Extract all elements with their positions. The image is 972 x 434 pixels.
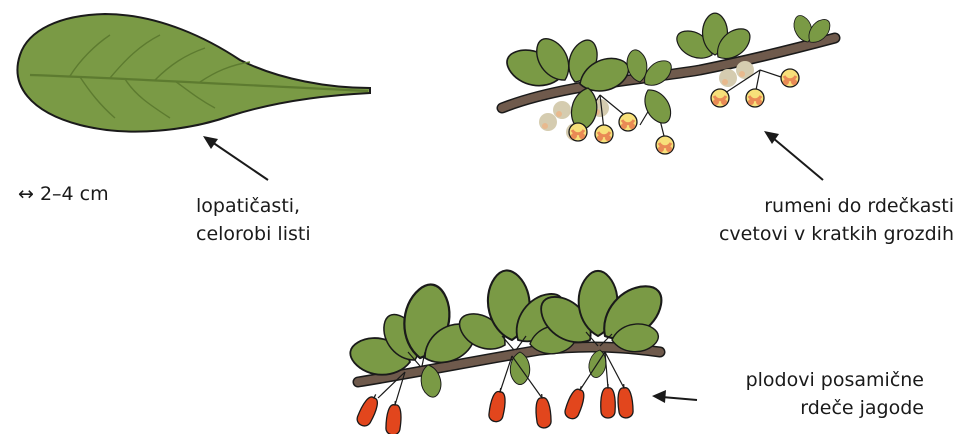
fruit-label-line1: plodovi posamične: [746, 369, 924, 391]
leaf-label-line1: lopatičasti,: [196, 195, 300, 217]
flowering-branch-illustration: [502, 13, 835, 154]
size-label: ↔ 2–4 cm: [18, 183, 109, 205]
fruit-label-line2: rdeče jagode: [800, 397, 924, 419]
flower-label-line1: rumeni do rdečkasti: [764, 195, 954, 217]
leaf-label-line2: celorobi listi: [196, 223, 311, 245]
flower-pointer-arrow: [764, 131, 823, 180]
leaf-pointer-arrow: [203, 136, 268, 180]
flower-label-line2: cvetovi v kratkih grozdih: [719, 223, 954, 245]
leaf-illustration: [18, 14, 371, 132]
fruiting-branch-illustration: [347, 269, 671, 434]
fruit-pointer-arrow: [652, 390, 697, 403]
